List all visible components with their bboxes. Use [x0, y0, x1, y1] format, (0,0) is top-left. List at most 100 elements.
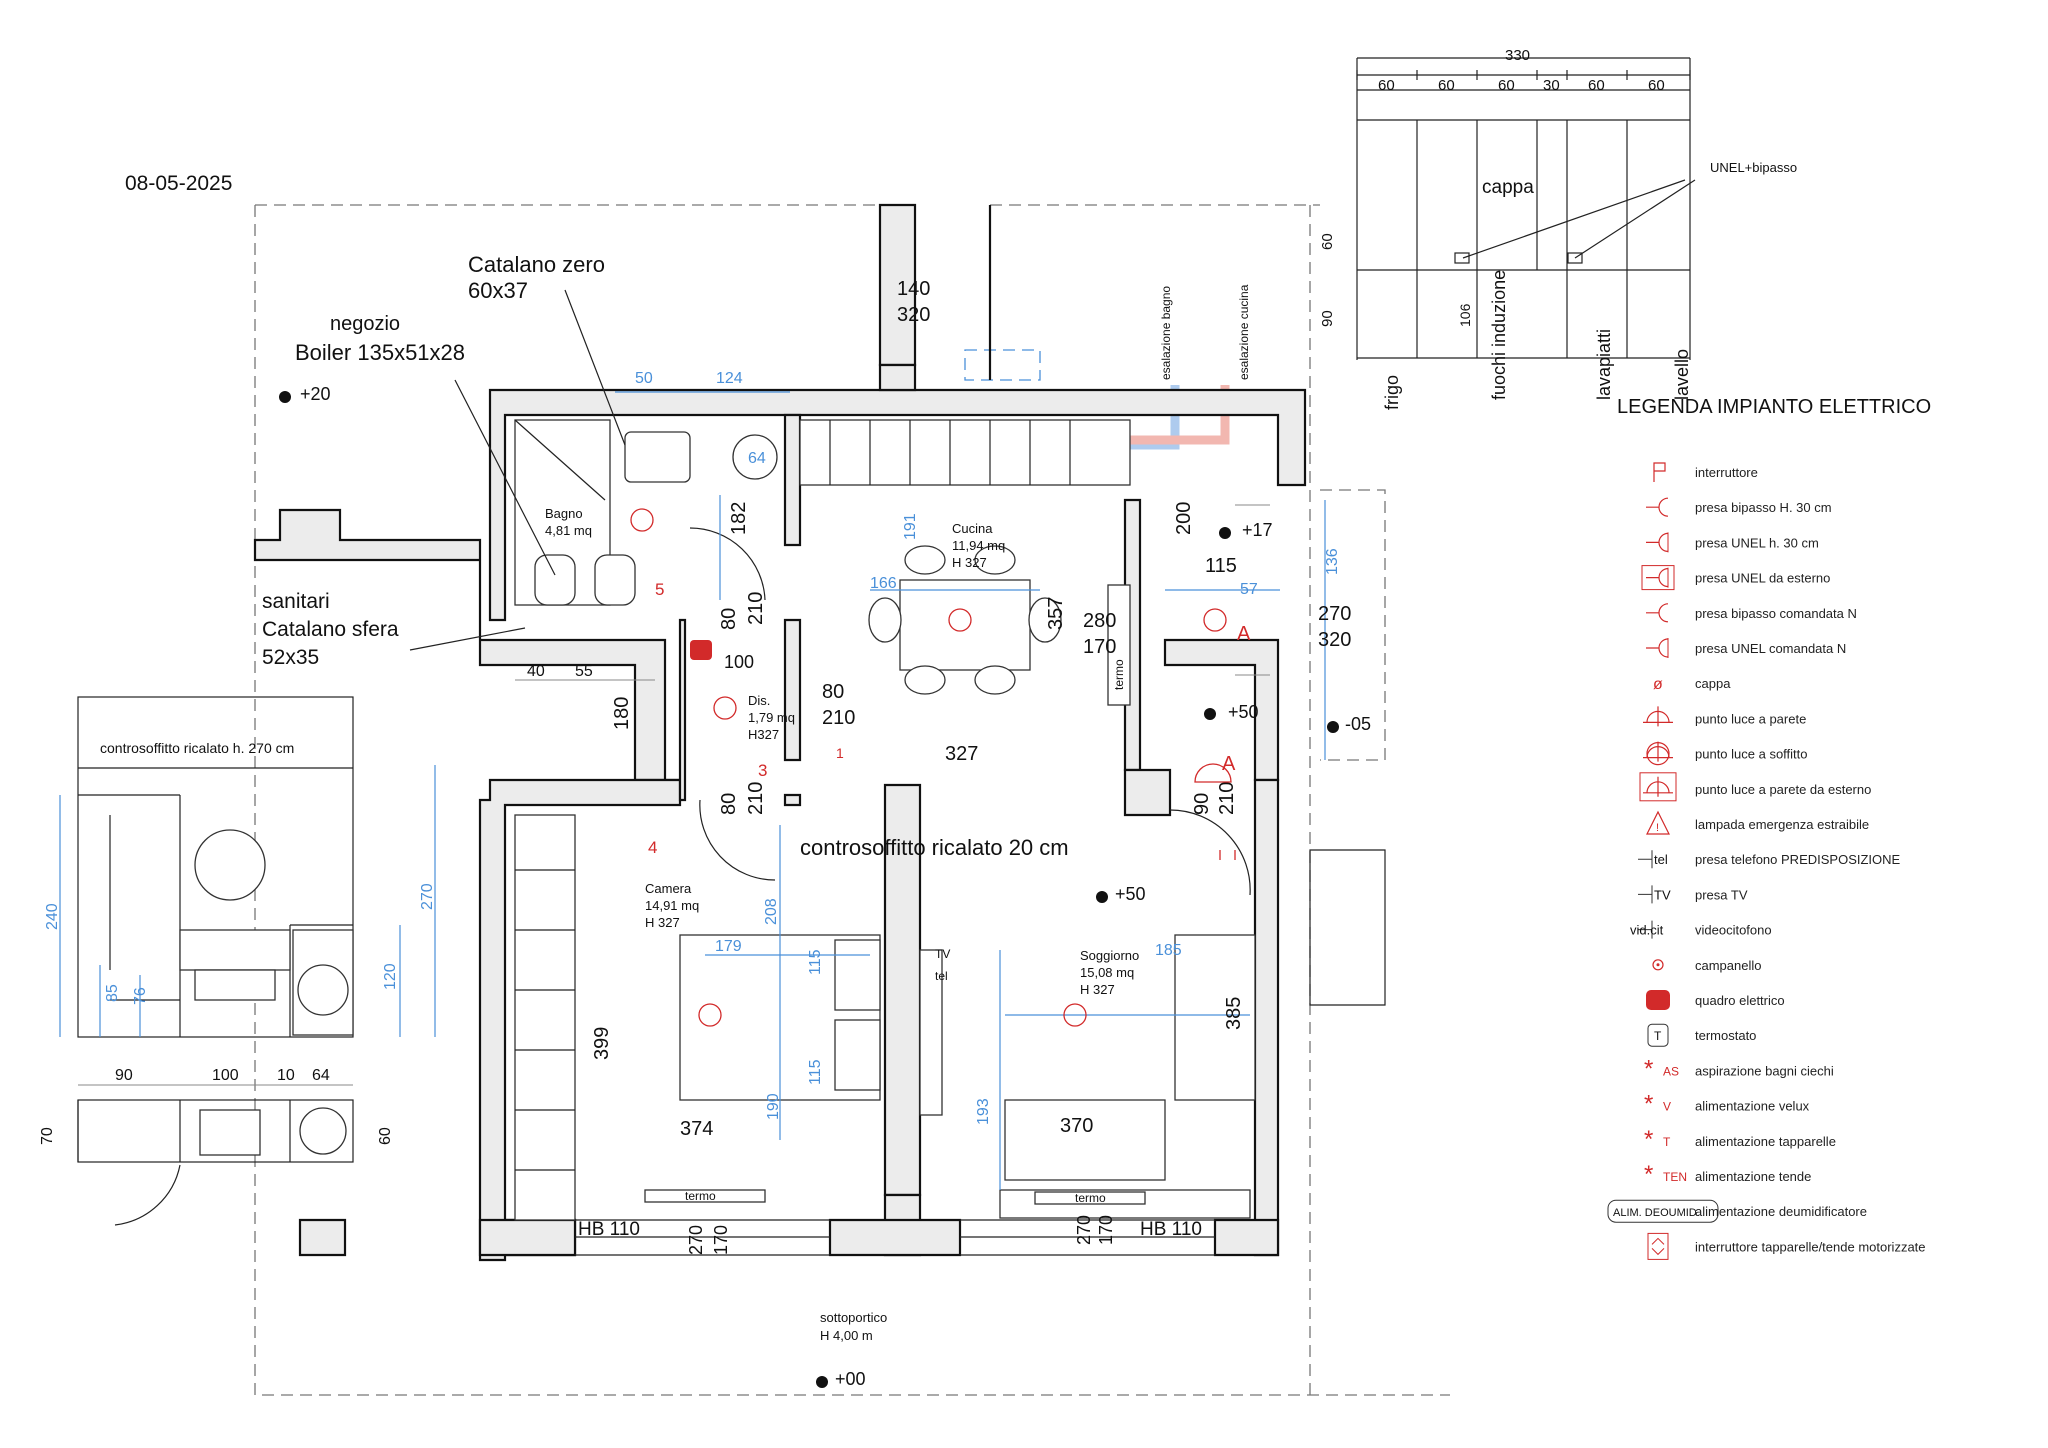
- svg-text:182: 182: [728, 502, 750, 535]
- svg-text:190: 190: [765, 1093, 782, 1120]
- bath-elevation: controsoffitto ricalato h. 270 cm 240 27…: [39, 696, 436, 1226]
- svg-text:57: 57: [1240, 581, 1258, 598]
- svg-text:280: 280: [1083, 610, 1116, 632]
- svg-text:193: 193: [975, 1098, 992, 1125]
- svg-text:210: 210: [745, 592, 767, 625]
- legend-item: * AS aspirazione bagni ciechi: [1644, 1055, 1834, 1082]
- svg-text:270: 270: [1318, 603, 1351, 625]
- legend-label: lampada emergenza estraibile: [1695, 817, 1869, 832]
- room-cucina-h: H 327: [952, 555, 987, 570]
- svg-text:320: 320: [897, 304, 930, 326]
- svg-text:120: 120: [382, 963, 399, 990]
- room-cucina-name: Cucina: [952, 521, 993, 536]
- legend-item: quadro elettrico: [1646, 990, 1785, 1010]
- level-ingresso: +17: [1242, 520, 1273, 540]
- annotation-controsoffitto: controsoffitto ricalato 20 cm: [800, 835, 1069, 860]
- svg-text:10: 10: [277, 1067, 295, 1084]
- svg-text:106: 106: [1457, 303, 1473, 327]
- drawing-date: 08-05-2025: [125, 172, 232, 195]
- svg-text:370: 370: [1060, 1115, 1093, 1137]
- svg-text:100: 100: [212, 1067, 239, 1084]
- legend-label: presa telefono PREDISPOSIZIONE: [1695, 852, 1901, 867]
- svg-text:3: 3: [758, 761, 767, 780]
- legend-label: presa UNEL h. 30 cm: [1695, 535, 1819, 550]
- kitchen-label-fuochi-induzione: fuochi induzione: [1489, 270, 1509, 400]
- level-entry: +50: [1228, 702, 1259, 722]
- level-markers: [279, 391, 1339, 1388]
- svg-text:5: 5: [655, 580, 664, 599]
- svg-text:166: 166: [870, 575, 897, 592]
- annotation-catalano-zero-size: 60x37: [468, 278, 528, 303]
- svg-text:55: 55: [575, 663, 593, 680]
- svg-text:136: 136: [1324, 548, 1341, 575]
- socket-unel-outdoor-icon: [1641, 565, 1675, 591]
- svg-text:327: 327: [945, 743, 978, 765]
- room-cucina-area: 11,94 mq: [952, 538, 1005, 553]
- svg-text:374: 374: [680, 1118, 713, 1140]
- walls: [253, 203, 1386, 1262]
- level-outside-left: +20: [300, 384, 331, 404]
- svg-text:frigo: frigo: [1382, 375, 1402, 410]
- annotation-boiler: Boiler 135x51x28: [295, 340, 465, 365]
- wall-light-icon: [1643, 706, 1673, 727]
- svg-text:200: 200: [1173, 502, 1195, 535]
- svg-text:AS: AS: [1663, 1064, 1679, 1078]
- dehumidifier-box-icon: ALIM. DEOUMID.: [1607, 1199, 1719, 1223]
- svg-text:60: 60: [1438, 77, 1455, 94]
- svg-text:320: 320: [1318, 629, 1351, 651]
- socket-unel-icon: [1646, 532, 1669, 553]
- site-boundary: [254, 204, 1450, 1396]
- legend-label: presa UNEL comandata N: [1695, 641, 1846, 656]
- legend-label: cappa: [1695, 676, 1731, 691]
- legend-item: ALIM. DEOUMID.alimentazione deumidificat…: [1607, 1199, 1867, 1223]
- level-right: -05: [1345, 714, 1371, 734]
- svg-text:210: 210: [822, 707, 855, 729]
- svg-text:210: 210: [1216, 782, 1238, 815]
- annotation-sanitari: sanitari: [262, 590, 330, 613]
- svg-text:60: 60: [1588, 77, 1605, 94]
- svg-text:85: 85: [104, 984, 121, 1002]
- legend-item: punto luce a parete da esterno: [1639, 772, 1871, 802]
- legend-label: alimentazione deumidificatore: [1695, 1204, 1867, 1219]
- dimension-labels: 50 124 64 182 80 210 40 55 180 100 191 1…: [527, 278, 1351, 1255]
- legend-label: interruttore tapparelle/tende motorizzat…: [1695, 1239, 1926, 1254]
- emergency-lamp-icon: !: [1646, 810, 1670, 835]
- svg-text:TEN: TEN: [1663, 1170, 1687, 1184]
- svg-text:*: *: [1644, 1055, 1653, 1082]
- asterisk-icon: *TEN: [1644, 1161, 1687, 1188]
- svg-text:357: 357: [1045, 597, 1067, 630]
- videophone-icon: vid.cit: [1630, 920, 1664, 939]
- annotation-esalazione-bagno: esalazione bagno: [1159, 286, 1173, 380]
- outdoor-wall-light-icon: [1639, 772, 1677, 802]
- room-camera-h: H 327: [645, 915, 680, 930]
- svg-text:lavello: lavello: [1672, 349, 1692, 400]
- room-dis-h: H327: [748, 727, 779, 742]
- svg-text:TV: TV: [935, 947, 950, 961]
- svg-text:A: A: [1222, 753, 1236, 775]
- electrical-markers: A A 1 3 4 5: [630, 508, 1251, 1027]
- svg-text:64: 64: [312, 1067, 330, 1084]
- svg-text:TV: TV: [1654, 887, 1671, 902]
- svg-text:124: 124: [716, 370, 743, 387]
- annotation-catalano-zero: Catalano zero: [468, 252, 605, 277]
- svg-text:191: 191: [902, 513, 919, 540]
- switch-icon: [1653, 462, 1666, 482]
- asterisk-icon: *T: [1644, 1126, 1671, 1153]
- legend-label: presa bipasso comandata N: [1695, 606, 1857, 621]
- svg-text:270: 270: [686, 1225, 706, 1255]
- annotation-sfera-size: 52x35: [262, 646, 319, 669]
- tv-socket-icon: TV: [1638, 885, 1671, 904]
- room-dis-area: 1,79 mq: [748, 710, 795, 725]
- legend-label: aspirazione bagni ciechi: [1695, 1063, 1834, 1078]
- room-soggiorno-area: 15,08 mq: [1080, 965, 1134, 980]
- legend: LEGENDA IMPIANTO ELETTRICO interruttorep…: [1607, 396, 1931, 1260]
- room-soggiorno-name: Soggiorno: [1080, 948, 1139, 963]
- svg-text:64: 64: [748, 450, 766, 467]
- svg-text:179: 179: [715, 938, 742, 955]
- legend-item: presa UNEL comandata N: [1646, 638, 1846, 658]
- svg-text:208: 208: [763, 898, 780, 925]
- room-bagno-area: 4,81 mq: [545, 523, 592, 538]
